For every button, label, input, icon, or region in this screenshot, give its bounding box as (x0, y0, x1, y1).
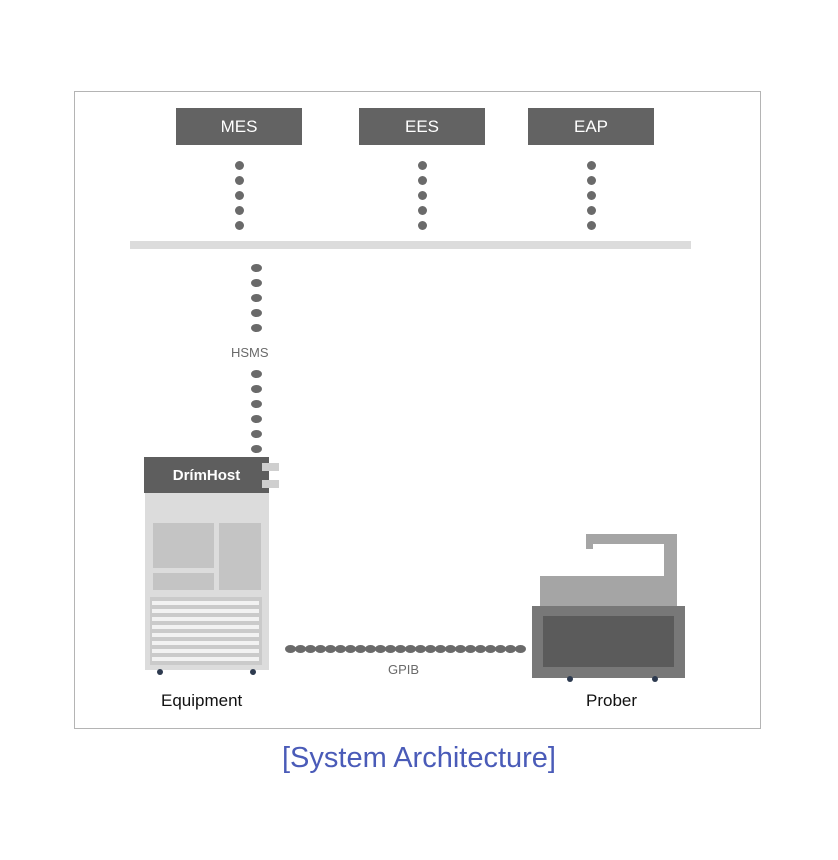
connector-dot (251, 324, 262, 332)
equipment-vent-panel (150, 597, 262, 665)
connector-dot (587, 161, 596, 170)
ees-box: EES (359, 108, 485, 145)
vent-slot (152, 625, 259, 629)
connector-dot (235, 221, 244, 230)
connector-dot (418, 176, 427, 185)
drimhost-box: DrímHost (144, 457, 269, 493)
prober-screen (543, 616, 674, 667)
connector-dot (587, 221, 596, 230)
prober-machine (532, 534, 685, 682)
connector-dot (335, 645, 346, 653)
host-port (262, 463, 279, 471)
diagram-caption: [System Architecture] (282, 742, 556, 774)
connector-dot (587, 191, 596, 200)
connector-dot (315, 645, 326, 653)
connector-dot (418, 221, 427, 230)
vent-slot (152, 657, 259, 661)
connector-dot (495, 645, 506, 653)
connector-dot (235, 206, 244, 215)
hsms-label: HSMS (231, 345, 269, 360)
connector-dot (251, 370, 262, 378)
mes-label: MES (220, 116, 258, 136)
ees-label: EES (404, 116, 440, 136)
prober-label: Prober (586, 691, 638, 710)
connector-dot (355, 645, 366, 653)
connector-dot (325, 645, 336, 653)
diagram-frame (74, 91, 761, 729)
connector-dot (587, 176, 596, 185)
equipment-panel (153, 523, 214, 568)
connector-dot (405, 645, 416, 653)
connector-dot (418, 191, 427, 200)
connector-dot (345, 645, 356, 653)
connector-dot (485, 645, 496, 653)
vent-slot (152, 641, 259, 645)
eap-label: EAP (573, 116, 609, 136)
connector-dot (235, 191, 244, 200)
connector-dot (425, 645, 436, 653)
prober-arm (586, 534, 677, 580)
connector-dot (385, 645, 396, 653)
connector-dot (295, 645, 306, 653)
connector-dot (235, 161, 244, 170)
host-port (262, 480, 279, 488)
equipment-foot (157, 669, 163, 675)
connector-dot (365, 645, 376, 653)
connector-dot (251, 445, 262, 453)
connector-dot (251, 415, 262, 423)
connector-dot (375, 645, 386, 653)
prober-top (540, 576, 677, 609)
connector-dot (465, 645, 476, 653)
connector-dot (445, 645, 456, 653)
connector-dot (435, 645, 446, 653)
connector-dot (415, 645, 426, 653)
vent-slot (152, 633, 259, 637)
prober-foot (567, 676, 573, 682)
connector-dot (418, 206, 427, 215)
connector-dot (285, 645, 296, 653)
connector-dot (251, 294, 262, 302)
connector-dot (395, 645, 406, 653)
connector-dot (235, 176, 244, 185)
connector-dot (505, 645, 516, 653)
equipment-foot (250, 669, 256, 675)
connector-dot (251, 279, 262, 287)
vent-slot (152, 609, 259, 613)
connector-dot (515, 645, 526, 653)
connector-dot (251, 385, 262, 393)
vent-slot (152, 601, 259, 605)
equipment-panel (219, 523, 261, 590)
connector-dot (251, 264, 262, 272)
equipment-panel (153, 573, 214, 590)
connector-dot (455, 645, 466, 653)
connector-dot (418, 161, 427, 170)
connector-dot (251, 309, 262, 317)
mes-box: MES (176, 108, 302, 145)
vent-slot (152, 649, 259, 653)
connector-dot (251, 430, 262, 438)
gpib-label: GPIB (388, 662, 420, 677)
drimhost-label: DrímHost (172, 466, 241, 484)
connector-dot (475, 645, 486, 653)
connector-dot (251, 400, 262, 408)
connector-dot (305, 645, 316, 653)
eap-box: EAP (528, 108, 654, 145)
prober-foot (652, 676, 658, 682)
connector-dot (587, 206, 596, 215)
vent-slot (152, 617, 259, 621)
equipment-label: Equipment (161, 691, 243, 710)
network-bus (130, 241, 691, 249)
